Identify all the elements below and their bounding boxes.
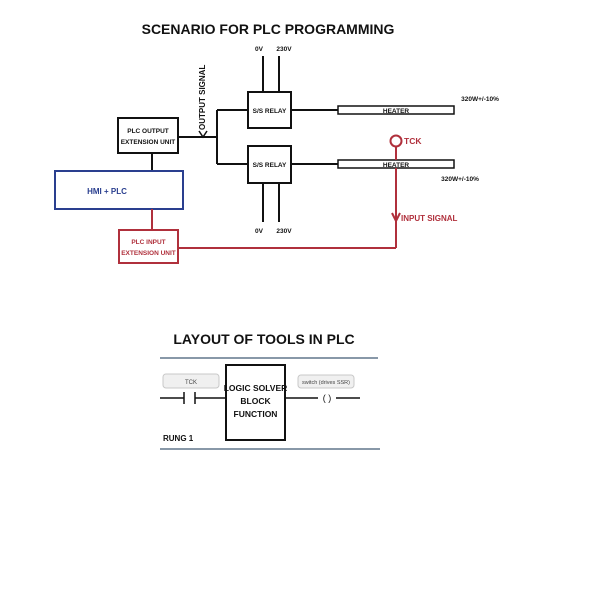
tck-contact-label: TCK <box>185 380 197 386</box>
thermocouple-icon <box>389 134 403 148</box>
coil-label-box[interactable] <box>297 374 355 389</box>
heater2-label: HEATER <box>383 162 410 169</box>
relay2-label: S/S RELAY <box>253 162 287 169</box>
relay1-0v-label: 0V <box>255 46 264 53</box>
plc-output-unit-box <box>117 117 179 154</box>
heater1-box <box>337 105 455 115</box>
scenario-title: SCENARIO FOR PLC PROGRAMMING <box>142 21 395 37</box>
output-arrow-icon <box>198 130 208 139</box>
plc-input-unit-line2: EXTENSION UNIT <box>121 250 176 257</box>
logic-solver-line3: FUNCTION <box>234 409 278 419</box>
heater2-rating: 320W+/-10% <box>441 176 479 183</box>
input-signal-label: INPUT SIGNAL <box>401 214 458 223</box>
logic-solver-line1: LOGIC SOLVER <box>224 383 288 393</box>
tck-contact-label-box[interactable] <box>162 373 220 389</box>
logic-solver-line2: BLOCK <box>240 396 271 406</box>
layout-title: LAYOUT OF TOOLS IN PLC <box>173 331 354 347</box>
input-arrow-icon <box>391 212 401 224</box>
coil-label: switch (drives SSR) <box>302 380 350 386</box>
relay2-0v-label: 0V <box>255 228 264 235</box>
plc-output-unit-line1: PLC OUTPUT <box>127 128 169 135</box>
heater1-rating: 320W+/-10% <box>461 96 499 103</box>
plc-input-unit-box <box>118 229 179 264</box>
heater1-label: HEATER <box>383 108 410 115</box>
relay1-230v-label: 230V <box>276 46 292 53</box>
plc-output-unit-line2: EXTENSION UNIT <box>121 139 176 146</box>
output-signal-label: OUTPUT SIGNAL <box>198 65 207 130</box>
logic-solver-block[interactable] <box>225 364 286 441</box>
plc-input-unit-line1: PLC INPUT <box>131 239 165 246</box>
hmi-plc-label: HMI + PLC <box>87 187 127 196</box>
coil-symbol-icon: ( ) <box>323 393 332 403</box>
relay1-box <box>247 91 292 129</box>
hmi-plc-box <box>54 170 184 210</box>
relay2-230v-label: 230V <box>276 228 292 235</box>
rung-label: RUNG 1 <box>163 434 194 443</box>
tck-label: TCK <box>404 136 422 146</box>
relay1-label: S/S RELAY <box>253 108 287 115</box>
